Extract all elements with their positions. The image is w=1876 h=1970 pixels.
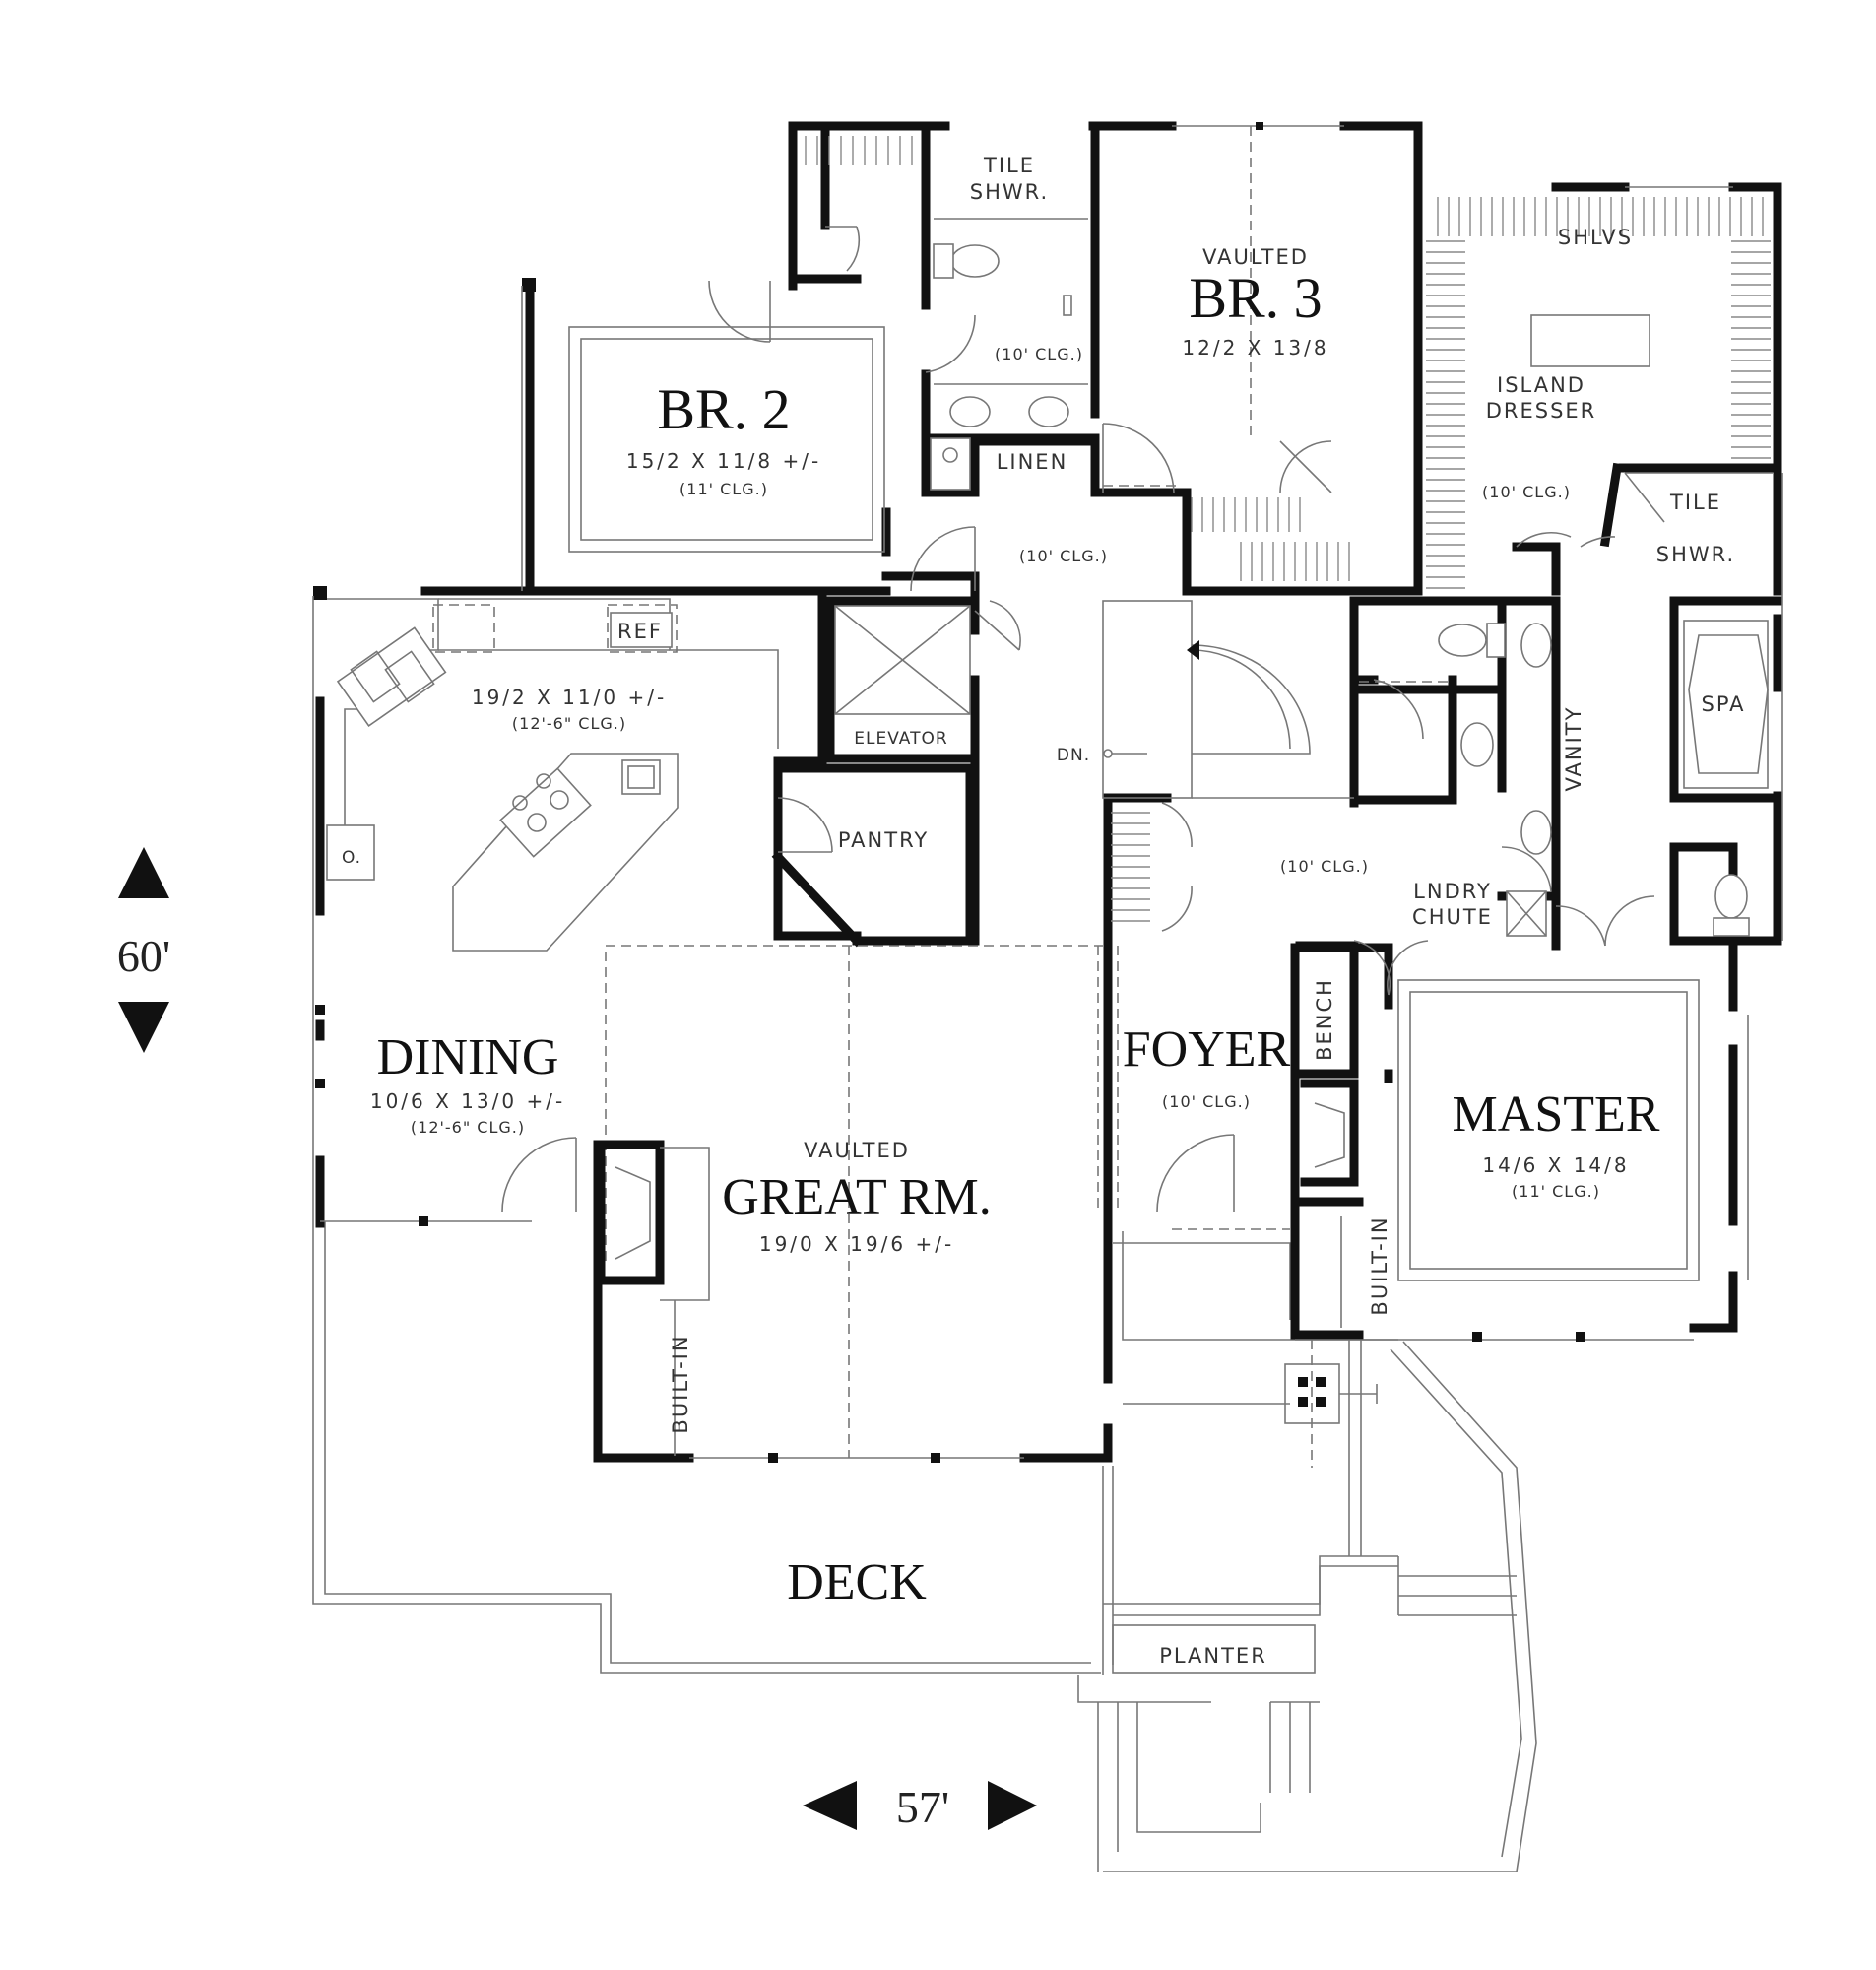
elevator-shaft [834,605,971,715]
br2-name: BR. 2 [657,377,790,441]
arrow-left-icon [803,1781,857,1830]
great-room-size: 19/0 X 19/6 +/- [759,1232,954,1256]
built-in-master-label: BUILT-IN [1368,1215,1391,1315]
master-ceiling: (11' CLG.) [1512,1182,1600,1201]
br3-size: 12/2 X 13/8 [1182,336,1328,360]
front-steps [1077,1340,1537,1872]
bench-label: BENCH [1313,978,1336,1061]
br2-ceiling: (11' CLG.) [679,480,768,498]
dashed-lines [605,126,1448,1458]
linen-label: LINEN [997,450,1068,474]
foyer-name: FOYER [1123,1021,1291,1078]
tile-shower-1-line2: SHWR. [970,180,1049,204]
br3-prefix: VAULTED [1202,245,1309,269]
laundry-chute-line2: CHUTE [1412,905,1493,929]
down-label: DN. [1057,746,1090,765]
door-swings [501,226,1655,1213]
windows [312,122,1783,1463]
ref-label: REF [617,620,663,643]
depth-dimension-label: 60' [117,931,170,981]
deck-name: DECK [787,1554,927,1610]
tile-shower-2-line1: TILE [1669,491,1721,514]
master-size: 14/6 X 14/8 [1482,1153,1629,1177]
porch-outline [1113,1231,1398,1468]
br2-size: 15/2 X 11/8 +/- [626,449,821,473]
oven-label: O. [342,848,361,868]
kitchen-ceiling: (12'-6" CLG.) [512,714,626,733]
island-dresser-line2: DRESSER [1486,399,1597,423]
width-dimension-label: 57' [896,1782,949,1832]
elevator-label: ELEVATOR [854,729,947,749]
br3-name: BR. 3 [1189,266,1322,330]
deck-outline [312,1221,1398,1674]
built-in-great-label: BUILT-IN [669,1334,692,1433]
great-room-prefix: VAULTED [804,1139,910,1162]
foyer-ceiling: (10' CLG.) [1162,1092,1251,1111]
pantry-label: PANTRY [838,828,929,852]
closet-ceiling-label: (10' CLG.) [1482,483,1571,501]
arrow-right-icon [988,1781,1037,1830]
laundry-chute-line1: LNDRY [1413,880,1492,903]
vanity-label: VANITY [1562,706,1585,792]
kitchen-fixtures [326,598,779,952]
labels: BR. 2 15/2 X 11/8 +/- (11' CLG.) TILE SH… [342,154,1745,1668]
lower-hall-ceiling-label: (10' CLG.) [1280,857,1369,876]
shelves-label: SHLVS [1558,226,1633,249]
depth-dimension: 60' [117,847,170,1053]
width-dimension: 57' [803,1781,1037,1832]
master-name: MASTER [1453,1086,1660,1143]
planter-label: PLANTER [1159,1644,1267,1668]
bath-fixtures [933,243,1773,937]
kitchen-size: 19/2 X 11/0 +/- [472,686,667,709]
island-dresser-line1: ISLAND [1497,373,1585,397]
interior-walls [420,121,1782,1207]
hall-ceiling-label: (10' CLG.) [1019,547,1108,565]
dining-ceiling: (12'-6" CLG.) [411,1118,525,1137]
closet-hatching [805,136,1771,922]
stairs [1102,600,1354,799]
arrow-up-icon [118,847,169,898]
ceiling-outlines [568,314,1700,1281]
laundry-chute [1506,890,1547,937]
arrow-down-icon [118,1002,169,1053]
fireplaces [596,1079,1359,1456]
bath-ceiling-label: (10' CLG.) [995,345,1083,363]
tile-shower-1-line1: TILE [983,154,1035,177]
dining-name: DINING [377,1029,559,1085]
dining-size: 10/6 X 13/0 +/- [370,1089,565,1113]
tile-shower-2-line2: SHWR. [1656,543,1735,566]
great-room-name: GREAT RM. [722,1169,992,1225]
spa-label: SPA [1701,692,1745,716]
